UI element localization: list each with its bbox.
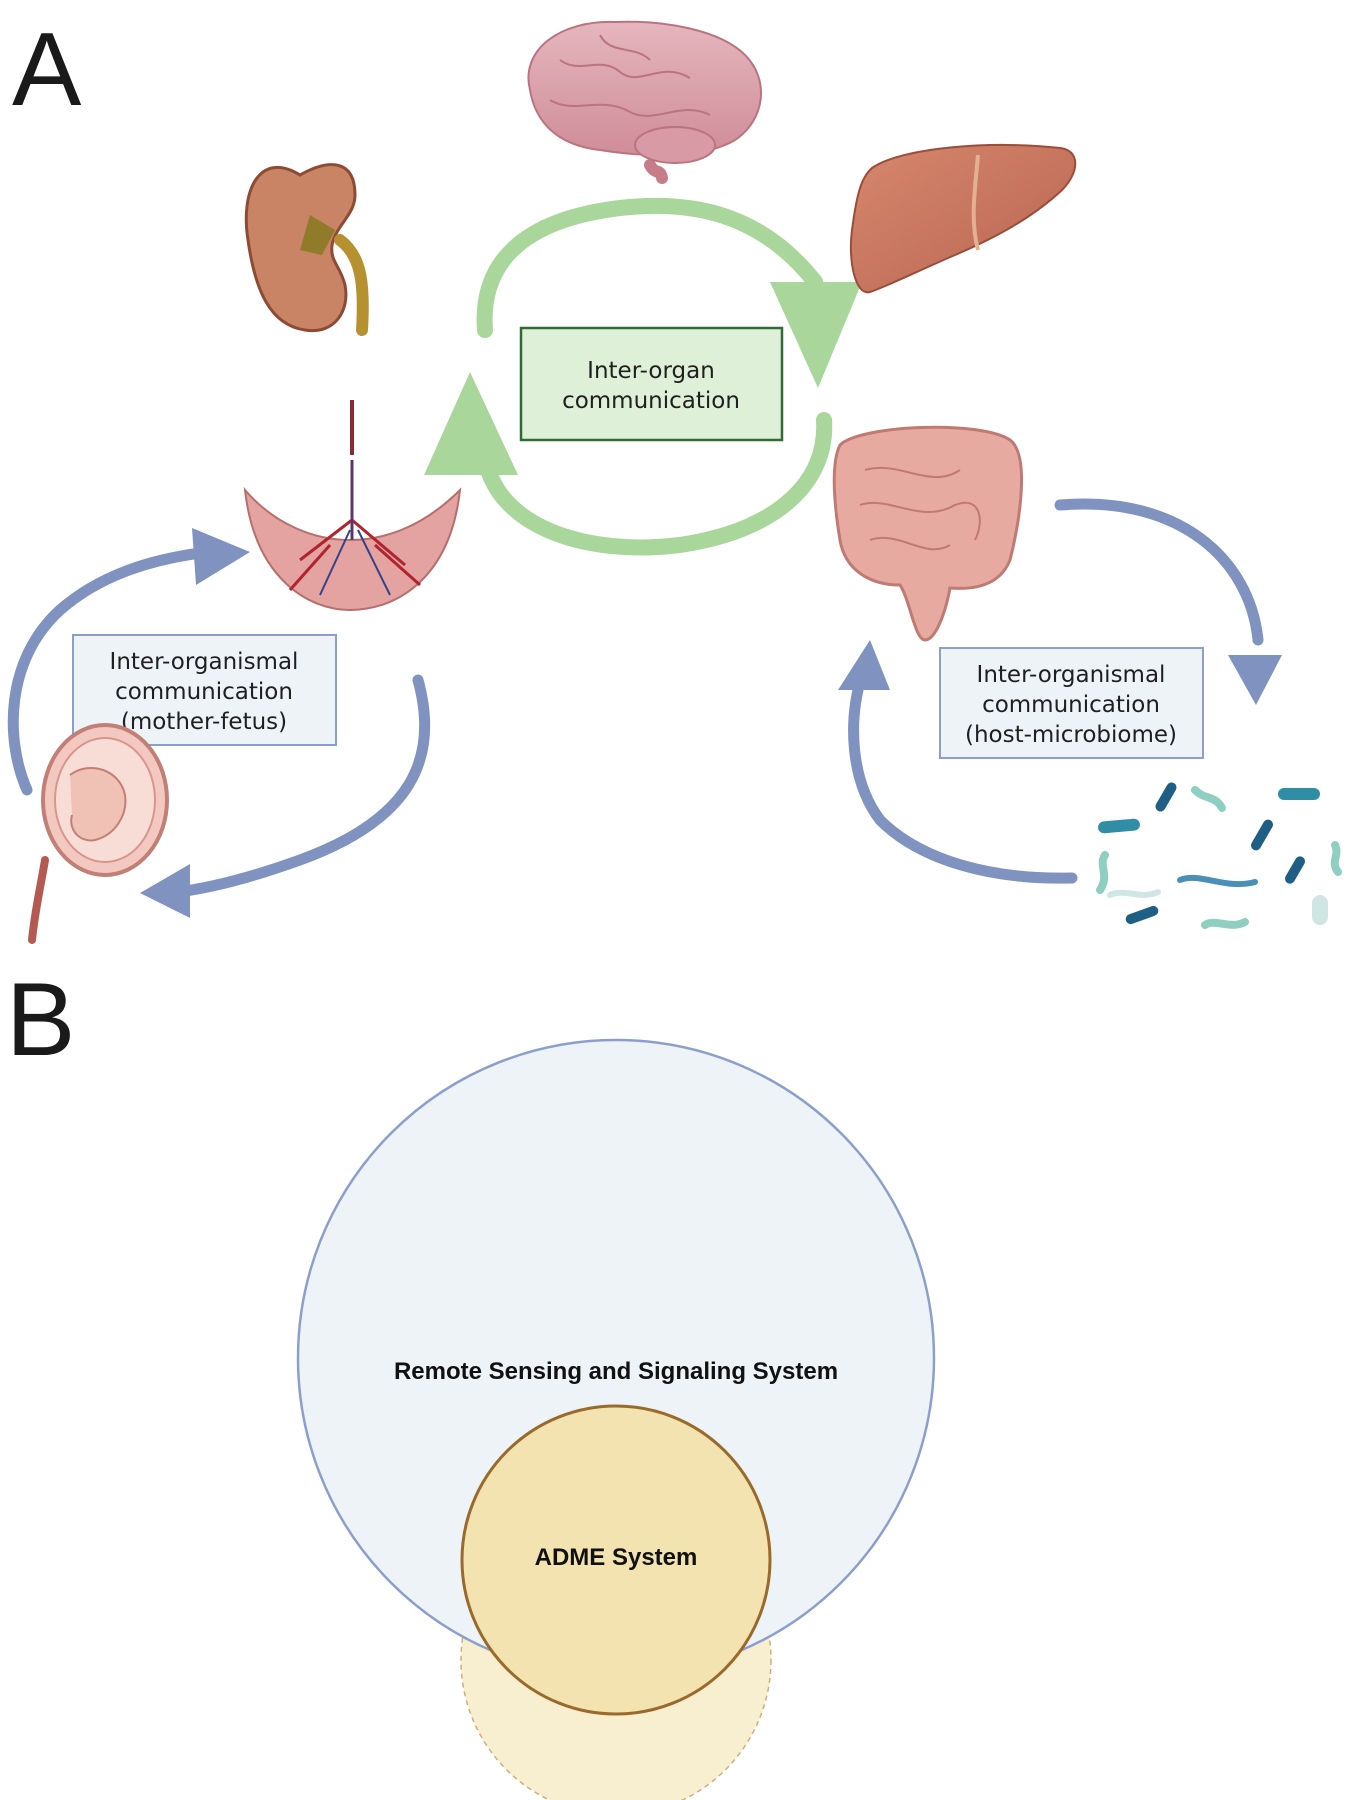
inter-organ-label-2: communication — [562, 388, 740, 414]
inter-organ-label-1: Inter-organ — [587, 358, 715, 384]
inter-organ-cycle — [476, 197, 833, 556]
kidney-icon — [244, 163, 369, 336]
placenta-icon — [243, 400, 462, 612]
green-arrowhead-right — [770, 282, 862, 388]
remote-sensing-label: Remote Sensing and Signaling System — [394, 1358, 838, 1385]
host-microbiome-box — [939, 647, 1204, 759]
inter-organ-box — [519, 326, 784, 442]
blue-arrowhead-to-placenta — [192, 528, 250, 585]
mother-fetus-cycle — [7, 547, 431, 898]
host-microbiome-label-3: (host-microbiome) — [965, 722, 1177, 748]
mother-fetus-label-1: Inter-organismal — [110, 649, 299, 675]
intestine-icon — [832, 425, 1024, 642]
adme-circle — [460, 1404, 772, 1716]
bacteria-icon — [1096, 782, 1342, 929]
brain-icon — [527, 20, 762, 184]
adme-label: ADME System — [535, 1544, 698, 1571]
blue-arrowhead-to-intestine — [838, 640, 890, 690]
host-microbiome-cycle — [848, 498, 1264, 884]
host-microbiome-label-1: Inter-organismal — [977, 662, 1166, 688]
mother-fetus-label-3: (mother-fetus) — [121, 709, 287, 735]
liver-icon — [849, 143, 1077, 294]
blue-arrowhead-to-microbes — [1228, 655, 1282, 705]
panel-label-b: B — [6, 962, 75, 1078]
mother-fetus-label-2: communication — [115, 679, 293, 705]
panel-label-a: A — [12, 12, 82, 128]
fetus-icon — [28, 723, 169, 944]
host-microbiome-label-2: communication — [982, 692, 1160, 718]
blue-arrowhead-to-fetus — [140, 864, 190, 918]
green-arrowhead-left — [424, 372, 518, 475]
